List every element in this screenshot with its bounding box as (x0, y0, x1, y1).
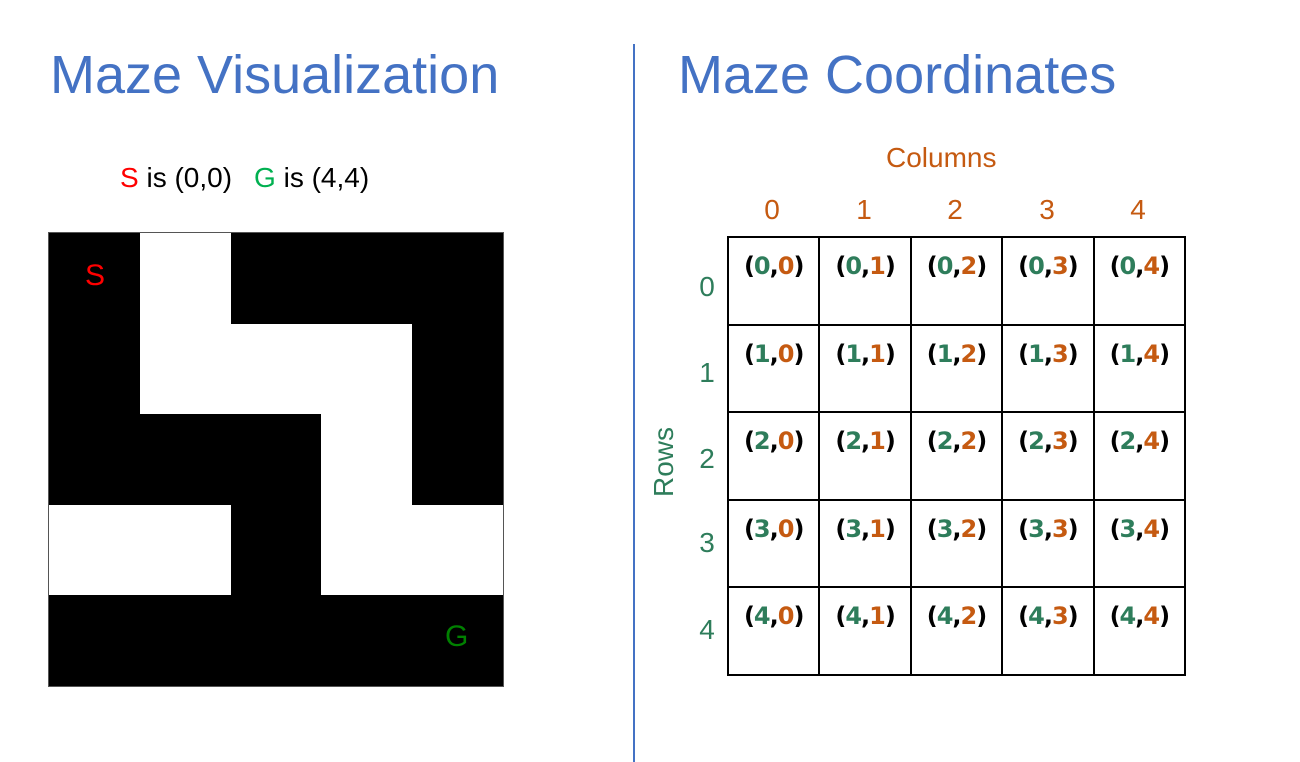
maze-cell-4-3 (321, 595, 413, 686)
maze-cell-0-3 (321, 233, 413, 324)
coordinate-cell-0-1: (0,1) (820, 238, 912, 326)
maze-legend: S is (0,0) G is (4,4) (120, 158, 369, 198)
maze-cell-0-4 (412, 233, 503, 324)
row-index-0: 0 (699, 271, 715, 302)
maze-cell-3-1 (139, 504, 231, 596)
maze-cell-1-0 (49, 323, 140, 415)
column-index-0: 0 (764, 194, 780, 225)
coordinate-cell-2-2: (2,2) (911, 413, 1004, 501)
maze-cell-1-1 (139, 323, 231, 415)
maze-cell-1-3 (321, 323, 413, 415)
column-index-1: 1 (856, 194, 872, 225)
maze-start-marker: S (85, 259, 106, 292)
column-index-3: 3 (1039, 194, 1055, 225)
maze-cell-2-1 (139, 414, 231, 505)
coordinate-cell-3-4: (3,4) (1094, 500, 1186, 589)
maze-cell-4-2 (230, 595, 322, 686)
coordinate-cell-4-1: (4,1) (820, 588, 912, 676)
coordinate-cell-0-2: (0,2) (911, 238, 1004, 326)
maze-cell-0-2 (230, 233, 322, 324)
maze-cell-4-1 (139, 595, 231, 686)
columns-axis-label: Columns (886, 142, 997, 173)
maze-cell-4-0 (49, 595, 140, 686)
section-divider (633, 44, 635, 762)
coordinate-cell-2-0: (2,0) (729, 413, 821, 501)
column-index-4: 4 (1130, 194, 1146, 225)
row-index-3: 3 (699, 527, 715, 558)
rows-axis-label: Rows (648, 427, 679, 498)
row-index-4: 4 (699, 614, 715, 645)
maze-cell-2-4 (412, 414, 503, 505)
coordinate-grid: (0,0)(0,1)(0,2)(0,3)(0,4) (1,0)(1,1)(1,2)… (727, 236, 1186, 676)
maze-cell-2-2 (230, 414, 322, 505)
coordinate-cell-3-1: (3,1) (820, 500, 912, 589)
legend-start-letter: S (120, 162, 139, 193)
coordinate-cell-3-2: (3,2) (911, 500, 1004, 589)
column-index-2: 2 (947, 194, 963, 225)
maze-cell-3-3 (321, 504, 413, 596)
legend-goal-text: is (4,4) (275, 162, 370, 193)
coordinate-cell-2-1: (2,1) (820, 413, 912, 501)
coordinate-cell-0-0: (0,0) (729, 238, 821, 326)
coordinate-cell-1-3: (1,3) (1003, 325, 1095, 414)
maze-coordinates-title: Maze Coordinates (678, 45, 1117, 105)
maze-cell-3-0 (49, 504, 140, 596)
row-index-1: 1 (699, 357, 715, 388)
coordinate-cell-4-4: (4,4) (1094, 588, 1186, 676)
maze-cell-3-2 (230, 504, 322, 596)
coordinate-cell-1-2: (1,2) (911, 325, 1004, 414)
coordinate-cell-0-4: (0,4) (1094, 238, 1186, 326)
coordinate-cell-3-3: (3,3) (1003, 500, 1095, 589)
coordinate-cell-0-3: (0,3) (1003, 238, 1095, 326)
maze-cell-4-4 (412, 595, 503, 686)
maze-cell-0-1 (139, 233, 231, 324)
coordinate-cell-4-0: (4,0) (729, 588, 821, 676)
legend-goal-letter: G (254, 162, 276, 193)
coordinate-cell-4-3: (4,3) (1003, 588, 1095, 676)
coordinate-cell-1-0: (1,0) (729, 325, 821, 414)
maze-cell-2-3 (321, 414, 413, 505)
maze-visualization-title: Maze Visualization (50, 45, 500, 105)
coordinate-cell-2-3: (2,3) (1003, 413, 1095, 501)
legend-start-text: is (0,0) (138, 162, 233, 193)
maze-cell-1-2 (230, 323, 322, 415)
coordinate-cell-4-2: (4,2) (911, 588, 1004, 676)
coordinate-cell-1-4: (1,4) (1094, 325, 1186, 414)
maze-cell-2-0 (49, 414, 140, 505)
maze-cell-1-4 (412, 323, 503, 415)
coordinate-cell-3-0: (3,0) (729, 500, 821, 589)
coordinate-cell-1-1: (1,1) (820, 325, 912, 414)
row-index-2: 2 (699, 443, 715, 474)
coordinate-cell-2-4: (2,4) (1094, 413, 1186, 501)
maze-cell-3-4 (412, 504, 503, 596)
maze-cell-0-0 (49, 233, 140, 324)
maze-goal-marker: G (445, 620, 469, 653)
